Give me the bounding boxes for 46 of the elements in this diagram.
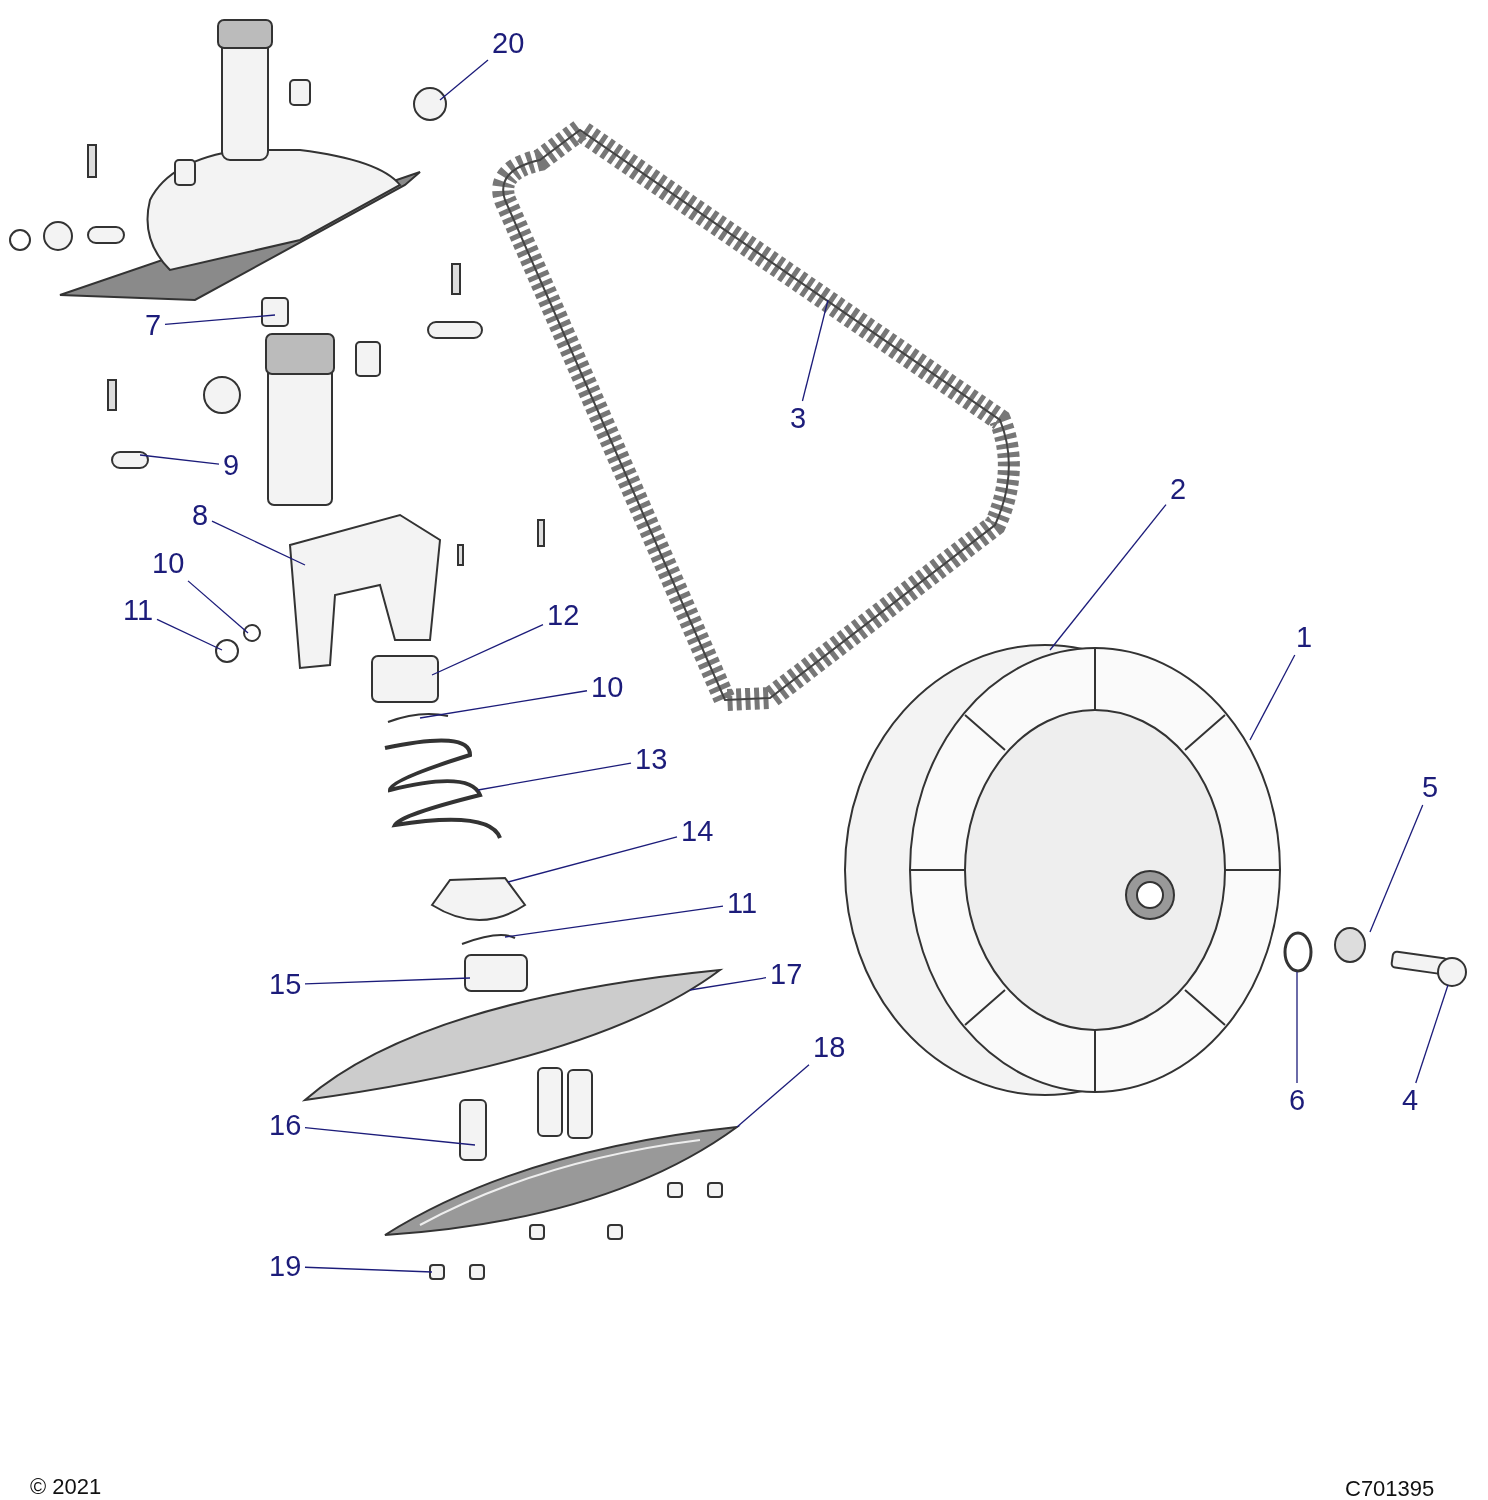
leader-line (304, 1266, 433, 1273)
copyright-notice: © 2021 (30, 1474, 102, 1500)
leader-line (1249, 654, 1296, 741)
callout-number: 10 (151, 548, 186, 578)
leader-line (419, 690, 588, 719)
leader-line (507, 836, 678, 883)
callout-number: 15 (268, 969, 303, 999)
callout-number: 3 (789, 403, 808, 433)
leader-line (736, 1064, 810, 1128)
leader-line (1369, 804, 1424, 933)
callout-number: 6 (1288, 1085, 1307, 1115)
leader-line (139, 454, 220, 465)
leader-line (304, 1126, 476, 1146)
callout-number: 19 (268, 1251, 303, 1281)
callout-number: 16 (268, 1110, 303, 1140)
leader-line (801, 299, 829, 402)
leader-line (304, 977, 471, 985)
leader-line (1049, 503, 1167, 651)
leader-line (504, 905, 724, 938)
callout-number: 2 (1169, 474, 1188, 504)
leader-line (156, 618, 223, 651)
callout-number: 10 (590, 672, 625, 702)
callout-number: 14 (680, 816, 715, 846)
callout-number: 17 (769, 959, 804, 989)
callout-number: 8 (191, 500, 210, 530)
callout-number: 9 (222, 450, 241, 480)
drawing-number: C701395 (1345, 1476, 1435, 1500)
leader-line (439, 59, 489, 101)
leader-line (211, 520, 306, 566)
leader-line (164, 314, 276, 326)
callout-number: 12 (546, 600, 581, 630)
callout-number: 4 (1401, 1085, 1420, 1115)
leader-line (187, 580, 249, 634)
callout-number: 5 (1421, 772, 1440, 802)
leader-line (689, 977, 767, 991)
leader-line (477, 762, 632, 791)
callout-number: 20 (491, 28, 526, 58)
callout-number: 1 (1295, 622, 1314, 652)
leader-line (1296, 971, 1298, 1084)
callout-number: 13 (634, 744, 669, 774)
leader-line (431, 623, 544, 676)
callout-number: 18 (812, 1032, 847, 1062)
callout-number: 7 (144, 310, 163, 340)
callout-number: 11 (726, 888, 759, 918)
leader-line (1415, 984, 1449, 1084)
callout-number: 11 (122, 595, 155, 625)
